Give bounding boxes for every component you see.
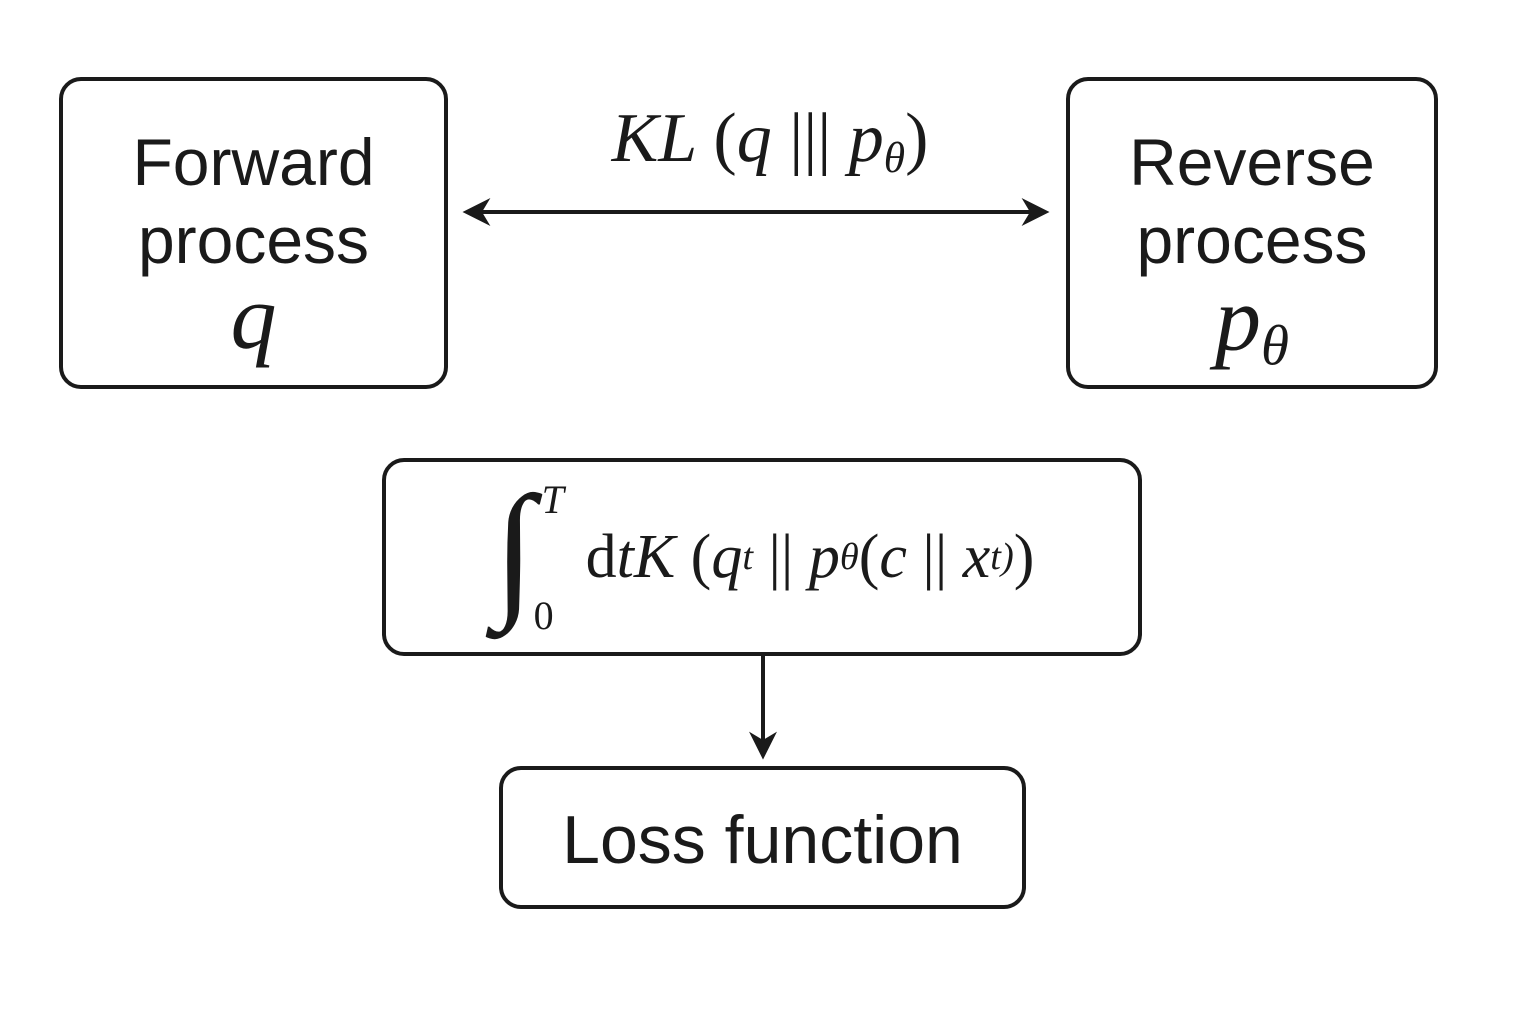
reverse-title-line1: Reverse bbox=[1129, 125, 1375, 199]
kl-arg2-sub: θ bbox=[883, 133, 906, 182]
integral-t: t bbox=[616, 522, 634, 591]
reverse-symbol-sub: θ bbox=[1260, 314, 1289, 378]
integral-upper-limit: T bbox=[541, 477, 564, 522]
integral-K: K bbox=[633, 522, 676, 591]
integral-open-paren: ( bbox=[690, 522, 712, 591]
integral-q-sub: t bbox=[742, 536, 754, 578]
kl-arg1: q bbox=[736, 100, 772, 177]
integral-c: c bbox=[879, 522, 907, 591]
integral-lower-limit: 0 bbox=[533, 593, 554, 638]
integral-sign: ∫ bbox=[493, 466, 535, 632]
reverse-process-box: Reverse process pθ bbox=[1066, 77, 1438, 389]
forward-title-line2: process bbox=[137, 203, 370, 277]
kl-divergence-label: KL (q ||| pθ) bbox=[470, 104, 1070, 180]
kl-open-paren: ( bbox=[713, 100, 737, 177]
integral-close-paren: ) bbox=[1013, 522, 1035, 591]
forward-process-box: Forward process q bbox=[59, 77, 448, 389]
forward-symbol: q bbox=[230, 266, 277, 368]
reverse-title-line2: process bbox=[1136, 203, 1368, 277]
integral-x-base: x bbox=[962, 522, 991, 591]
integral-q-base: q bbox=[711, 522, 743, 591]
integral-p-base: p bbox=[808, 522, 840, 591]
loss-function-label: Loss function bbox=[562, 802, 963, 878]
integral-bars-1: || bbox=[753, 522, 809, 591]
kl-bars: ||| bbox=[771, 100, 849, 177]
kl-prefix: KL bbox=[611, 100, 696, 177]
reverse-symbol: pθ bbox=[1070, 273, 1434, 374]
integral-x-sub: t) bbox=[990, 536, 1014, 578]
integral-p-open-paren: ( bbox=[858, 522, 880, 591]
kl-close-paren: ) bbox=[905, 100, 929, 177]
integral-bars-2: || bbox=[906, 522, 963, 591]
integral-d: d bbox=[585, 522, 617, 591]
forward-title-line1: Forward bbox=[132, 125, 375, 199]
kl-arg2-base: p bbox=[848, 100, 884, 177]
integral-sign-group: ∫ T 0 bbox=[490, 474, 580, 638]
integral-p-sub: θ bbox=[839, 536, 859, 578]
loss-function-box: Loss function bbox=[499, 766, 1026, 909]
reverse-symbol-base: p bbox=[1214, 268, 1261, 370]
